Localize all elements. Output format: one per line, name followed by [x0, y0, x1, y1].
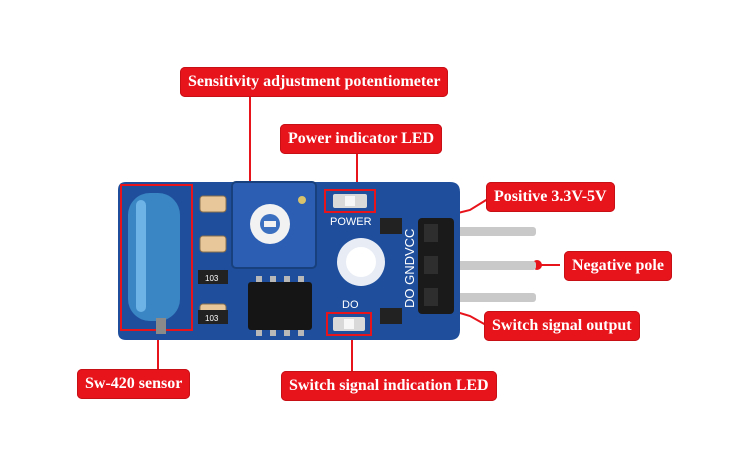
ic-chip: [248, 276, 312, 336]
resistor-label: 103: [205, 314, 219, 323]
mounting-hole: [337, 238, 385, 286]
pin-labels: DO GNDVCC: [402, 229, 417, 308]
smd-components: [198, 195, 402, 324]
switch-led: [326, 312, 372, 336]
sensitivity-callout: Sensitivity adjustment potentiometer: [180, 67, 449, 97]
potentiometer: [231, 181, 317, 269]
sw420-sensor: [120, 184, 193, 334]
do-silk-label: DO: [342, 299, 359, 311]
switch-output-callout: Switch signal output: [484, 311, 640, 341]
positive-callout: Positive 3.3V-5V: [486, 182, 615, 212]
power-led: [324, 189, 376, 213]
header-pins: [440, 227, 536, 302]
power-led-callout: Power indicator LED: [280, 124, 443, 154]
power-silk-label: POWER: [330, 216, 372, 228]
switch-led-callout: Switch signal indication LED: [281, 371, 497, 401]
sensor-callout: Sw-420 sensor: [77, 369, 191, 399]
connector-lines: [157, 97, 560, 371]
resistor-label: 103: [205, 274, 219, 283]
negative-callout: Negative pole: [564, 251, 672, 281]
